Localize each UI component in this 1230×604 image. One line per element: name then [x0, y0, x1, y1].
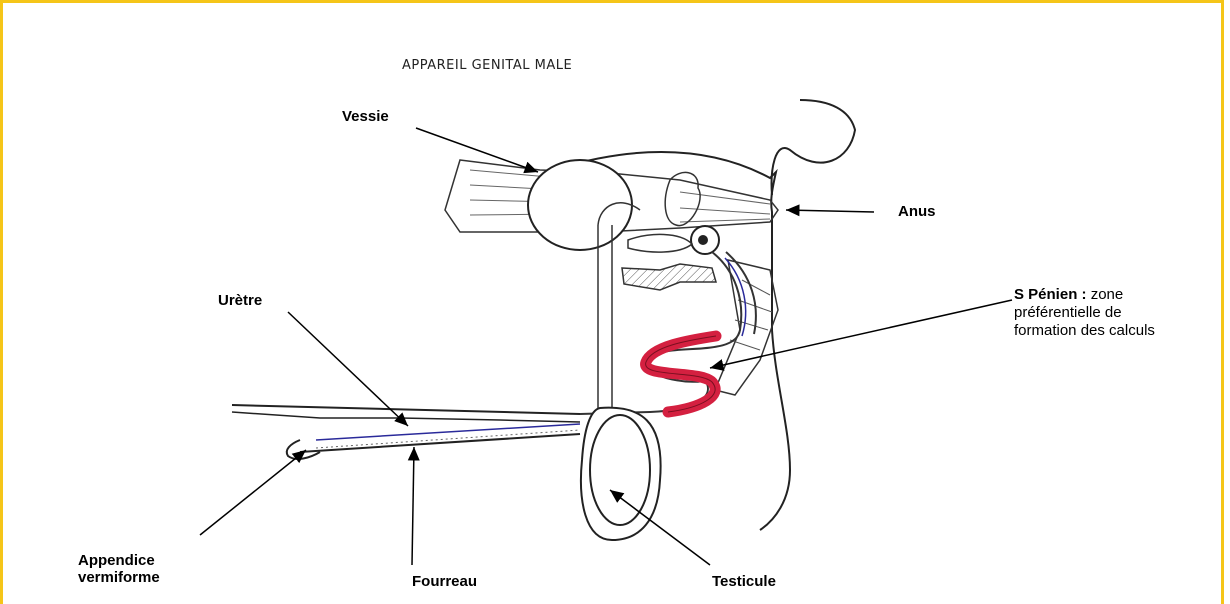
spermatic-cord: [598, 225, 612, 410]
label-s-penien-title: S Pénien :: [1014, 286, 1087, 303]
label-s-penien-text2: préférentielle de: [1014, 304, 1230, 322]
label-uretre: Urètre: [218, 292, 262, 309]
bladder: [528, 160, 632, 250]
sheath-upper: [232, 405, 580, 414]
label-s-penien-text3: formation des calculs: [1014, 322, 1230, 340]
vessie-arrow: [416, 128, 538, 172]
anus-arrow: [786, 210, 874, 212]
sheath-tip: [287, 440, 320, 459]
retractor-muscle: [715, 260, 778, 395]
pelvis-bone: [622, 264, 716, 290]
label-appendice: Appendice vermiforme: [78, 552, 160, 586]
label-fourreau: Fourreau: [412, 573, 477, 590]
fourreau-arrow: [412, 447, 414, 565]
label-anus: Anus: [898, 203, 936, 220]
label-appendice-line1: Appendice: [78, 552, 160, 569]
label-s-penien: S Pénien : zone préférentielle de format…: [1014, 286, 1230, 340]
appendice-arrow: [200, 450, 306, 535]
sheath-lower: [300, 434, 580, 452]
label-testicule: Testicule: [712, 573, 776, 590]
label-s-penien-text1: zone: [1091, 286, 1124, 303]
label-vessie: Vessie: [342, 108, 389, 125]
label-appendice-line2: vermiforme: [78, 569, 160, 586]
tail-outline: [772, 100, 855, 195]
scrotum: [581, 408, 661, 540]
